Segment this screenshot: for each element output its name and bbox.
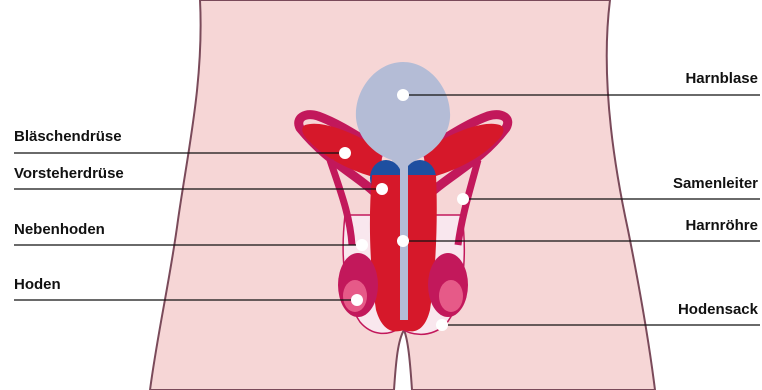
label-blaeschendruese: Bläschendrüse bbox=[14, 128, 122, 146]
label-samenleiter: Samenleiter bbox=[673, 175, 758, 193]
dot-vorsteherdruese bbox=[376, 183, 388, 195]
label-harnblase: Harnblase bbox=[685, 70, 758, 88]
dot-harnblase bbox=[397, 89, 409, 101]
right-testis-highlight bbox=[439, 280, 463, 312]
dot-hoden bbox=[351, 294, 363, 306]
dot-harnroehre bbox=[397, 235, 409, 247]
label-harnroehre: Harnröhre bbox=[685, 217, 758, 235]
label-hoden: Hoden bbox=[14, 276, 61, 294]
dot-blaeschendruese bbox=[339, 147, 351, 159]
dot-hodensack bbox=[436, 319, 448, 331]
label-nebenhoden: Nebenhoden bbox=[14, 221, 105, 239]
label-vorsteherdruese: Vorsteherdrüse bbox=[14, 165, 124, 183]
dot-samenleiter bbox=[457, 193, 469, 205]
label-hodensack: Hodensack bbox=[678, 301, 758, 319]
dot-nebenhoden bbox=[356, 239, 368, 251]
